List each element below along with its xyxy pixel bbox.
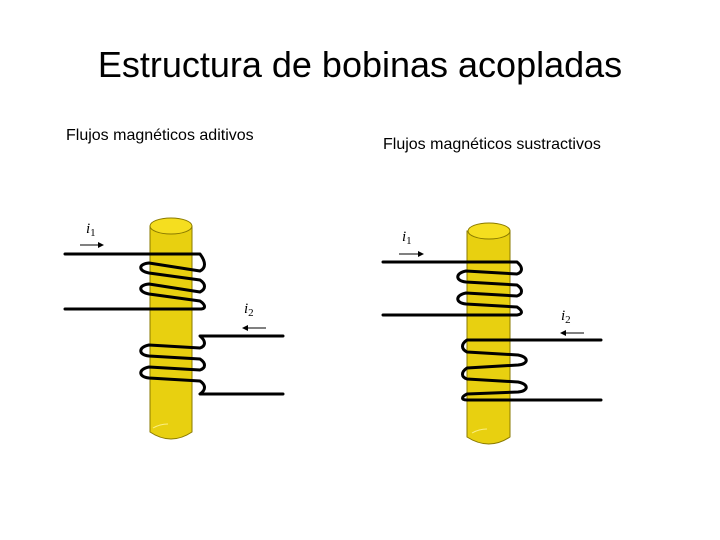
left-i2-label: i2 (244, 301, 254, 319)
caption-additive: Flujos magnéticos aditivos (66, 127, 254, 144)
left-core (149, 217, 193, 440)
right-i1-label: i1 (402, 229, 412, 247)
subtractive-coil-assembly: i1 i2 (381, 222, 603, 445)
additive-coil-assembly: i1 i2 (63, 217, 285, 440)
left-i1-label: i1 (86, 221, 96, 239)
left-coil-1 (63, 252, 206, 311)
left-current-i1: i1 (80, 221, 104, 248)
right-current-i1: i1 (399, 229, 424, 257)
left-coil-2 (139, 334, 285, 396)
right-coil-1 (381, 260, 523, 317)
right-i2-label: i2 (561, 308, 571, 326)
right-core (466, 222, 511, 445)
page-title: Estructura de bobinas acopladas (97, 44, 623, 85)
right-current-i2: i2 (560, 308, 584, 336)
right-coil-2 (461, 338, 603, 402)
left-current-i2: i2 (242, 301, 266, 331)
caption-subtractive: Flujos magnéticos sustractivos (383, 136, 601, 153)
